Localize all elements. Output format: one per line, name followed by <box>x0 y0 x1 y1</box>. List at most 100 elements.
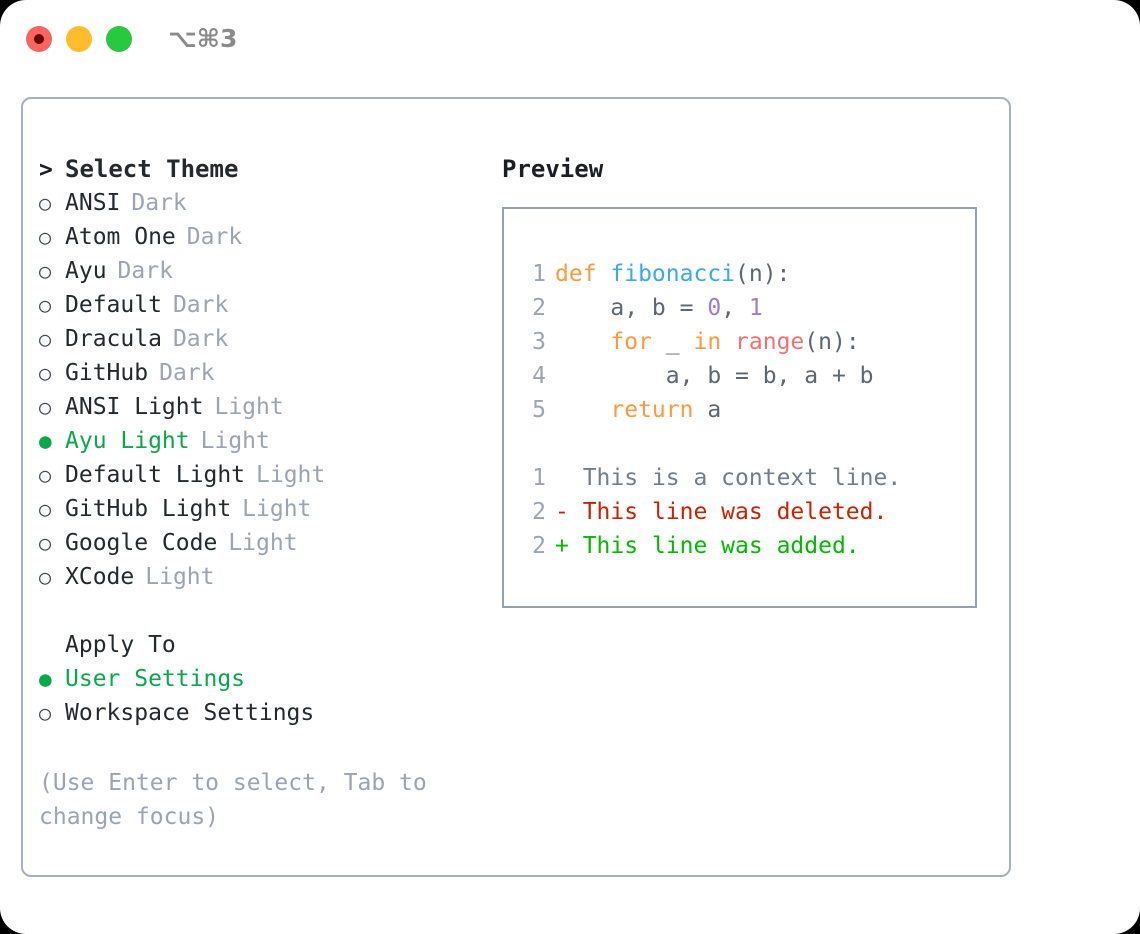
theme-list-item[interactable]: ○ ANSI Dark <box>39 186 509 220</box>
theme-list-item[interactable]: ○ GitHub Light Light <box>39 492 509 526</box>
line-number: 1 <box>532 465 546 491</box>
radio-unselected-icon: ○ <box>39 463 52 487</box>
prompt-caret-icon: > <box>39 157 53 183</box>
theme-list-item[interactable]: ● Ayu Light Light <box>39 424 509 458</box>
diff-sign: - <box>555 499 569 525</box>
code-line: 3 for _ in range(n): <box>504 325 975 359</box>
code-token: , <box>721 295 749 321</box>
radio-unselected-icon: ○ <box>39 497 52 521</box>
apply-to-option[interactable]: ○Workspace Settings <box>39 696 509 730</box>
theme-kind-label: Dark <box>117 258 173 284</box>
theme-kind-label: Dark <box>131 190 187 216</box>
code-token: 1 <box>748 295 763 321</box>
select-theme-header: > Select Theme <box>39 152 509 186</box>
theme-list-item[interactable]: ○ XCode Light <box>39 560 509 594</box>
code-line: 2 a, b = 0, 1 <box>504 291 975 325</box>
theme-list-item[interactable]: ○ Default Dark <box>39 288 509 322</box>
apply-to-header-label: Apply To <box>65 632 176 658</box>
theme-name-label: Dracula <box>65 326 162 352</box>
code-token: range <box>735 329 805 355</box>
theme-kind-label: Light <box>256 462 326 488</box>
apply-to-section: Apply To ● User Settings ○Workspace Settin… <box>39 628 509 730</box>
code-token: _ <box>665 329 694 355</box>
preview-spacer <box>504 427 975 461</box>
apply-to-option-label: User Settings <box>65 666 246 692</box>
radio-unselected-icon: ○ <box>39 531 52 555</box>
code-line: 4 a, b = b, a + b <box>504 359 975 393</box>
radio-selected-icon: ● <box>39 429 52 453</box>
diff-text: This line was added. <box>568 533 860 559</box>
theme-kind-label: Dark <box>172 292 229 318</box>
code-token: for <box>555 329 666 355</box>
apply-to-options: ● User Settings ○Workspace Settings <box>39 662 509 730</box>
diff-sample: 1 This is a context line. 2- This line wa… <box>504 461 975 563</box>
diff-line: 2- This line was deleted. <box>504 495 975 529</box>
apply-to-option-label: Workspace Settings <box>65 700 315 726</box>
theme-list-item[interactable]: ○ Google Code Light <box>39 526 509 560</box>
minimize-dot[interactable] <box>66 26 92 52</box>
apply-to-option[interactable]: ● User Settings <box>39 662 509 696</box>
code-token: a, b = <box>555 295 708 321</box>
theme-name-label: Ayu <box>65 258 107 284</box>
radio-unselected-icon: ○ <box>39 259 52 283</box>
line-number: 4 <box>532 363 546 389</box>
code-line: 5 return a <box>504 393 975 427</box>
diff-text: This line was deleted. <box>568 499 888 525</box>
theme-name-label: Google Code <box>65 530 218 556</box>
maximize-dot[interactable] <box>106 26 132 52</box>
radio-unselected-icon: ○ <box>39 293 52 317</box>
line-number: 2 <box>532 533 546 559</box>
theme-kind-label: Light <box>200 428 270 454</box>
radio-unselected-icon: ○ <box>39 395 52 419</box>
theme-name-label: GitHub <box>65 360 149 386</box>
code-token: a <box>707 397 722 423</box>
line-number: 2 <box>532 499 546 525</box>
radio-unselected-icon: ○ <box>39 191 52 215</box>
theme-list-item[interactable]: ○ ANSI Light Light <box>39 390 509 424</box>
code-token: (n): <box>735 261 791 287</box>
theme-name-label: Ayu Light <box>65 428 190 454</box>
theme-name-label: Default Light <box>65 462 246 488</box>
select-theme-header-label: Select Theme <box>65 155 239 183</box>
theme-name-label: Default <box>65 292 162 318</box>
theme-name-label: ANSI <box>65 190 121 216</box>
code-token: 0 <box>707 295 722 321</box>
radio-unselected-icon: ○ <box>39 565 52 589</box>
keyboard-hint-text: (Use Enter to select, Tab to change focu… <box>39 770 427 830</box>
code-token: fibonacci <box>610 261 736 287</box>
line-number: 2 <box>532 295 546 321</box>
code-line: 1 def fibonacci(n): <box>504 257 975 291</box>
theme-kind-label: Light <box>145 564 215 590</box>
theme-name-label: XCode <box>65 564 135 590</box>
code-token: def <box>555 261 611 287</box>
line-number: 1 <box>532 261 546 287</box>
diff-text: This is a context line. <box>568 465 902 491</box>
theme-kind-label: Dark <box>186 224 243 250</box>
diff-sign: + <box>555 533 569 559</box>
theme-list-item[interactable]: ○ Ayu Dark <box>39 254 509 288</box>
code-token: a, b = b, a + b <box>555 363 874 389</box>
close-dot[interactable] <box>26 26 52 52</box>
theme-name-label: ANSI Light <box>65 394 204 420</box>
theme-kind-label: Light <box>242 496 312 522</box>
apply-to-header: Apply To <box>39 628 509 662</box>
diff-sign <box>555 465 569 491</box>
line-number: 3 <box>532 329 546 355</box>
theme-name-label: Atom One <box>65 224 176 250</box>
theme-name-label: GitHub Light <box>65 496 232 522</box>
theme-list-item[interactable]: ○ Default Light Light <box>39 458 509 492</box>
radio-selected-icon: ● <box>39 667 52 691</box>
code-token: return <box>555 397 708 423</box>
theme-kind-label: Light <box>214 394 284 420</box>
theme-kind-label: Light <box>228 530 298 556</box>
diff-line: 2 + This line was added. <box>504 529 975 563</box>
code-token: (n): <box>804 329 860 355</box>
